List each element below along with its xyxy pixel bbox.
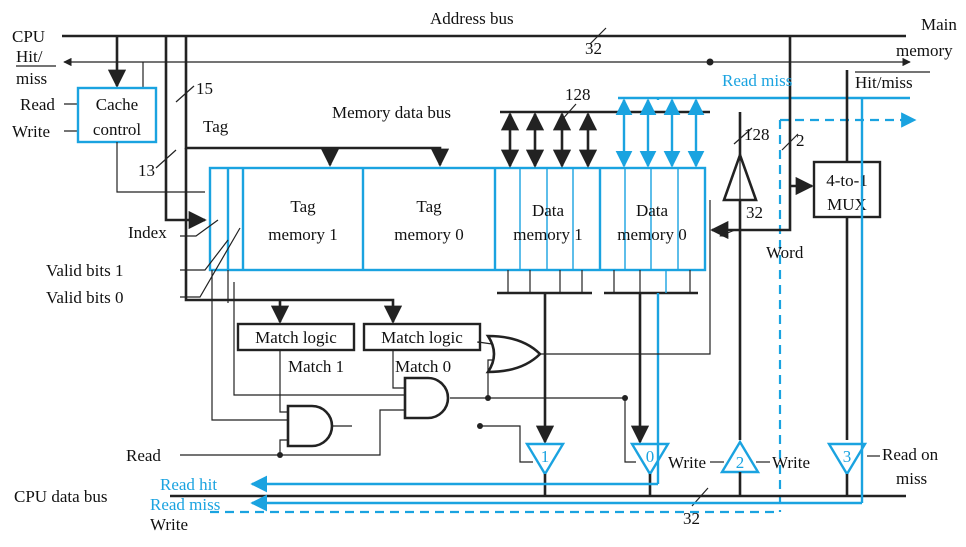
- read-hit-label: Read hit: [160, 475, 217, 494]
- write-buffer-right-label: Write: [772, 453, 810, 472]
- tag-memory-1-label-2: memory 1: [268, 225, 337, 244]
- and-gate-match: [403, 376, 450, 420]
- data-memory-1-label-2: memory 1: [513, 225, 582, 244]
- tag-label: Tag: [203, 117, 229, 136]
- read-miss-top-label: Read miss: [722, 71, 792, 90]
- match-0-label: Match 0: [395, 357, 451, 376]
- hit-miss-label-2: miss: [16, 69, 47, 88]
- or-gate: [485, 334, 542, 374]
- data-memory-1-label: Data: [532, 201, 565, 220]
- match-1-label: Match 1: [288, 357, 344, 376]
- main-memory-label-1: Main: [921, 15, 957, 34]
- width-128-in: 128: [744, 125, 770, 144]
- buffer-1: [524, 442, 566, 477]
- cache-control-label-1: Cache: [96, 95, 138, 114]
- mux-label-1: 4-to-1: [826, 171, 868, 190]
- memory-data-bus-label: Memory data bus: [332, 103, 451, 122]
- read-bottom-label: Read: [126, 446, 161, 465]
- buffer-1-label: 1: [541, 447, 550, 466]
- write-bottom-label: Write: [150, 515, 188, 534]
- cpu-label: CPU: [12, 27, 45, 46]
- read-on-miss-label-2: miss: [896, 469, 927, 488]
- buffer-2-label: 2: [736, 453, 745, 472]
- width-13: 13: [138, 161, 155, 180]
- match-logic-0-label: Match logic: [381, 328, 463, 347]
- write-label: Write: [12, 122, 50, 141]
- index-label: Index: [128, 223, 167, 242]
- valid-bits-1-label: Valid bits 1: [46, 261, 123, 280]
- read-label: Read: [20, 95, 55, 114]
- valid-bits-0-label: Valid bits 0: [46, 288, 123, 307]
- main-memory-label-2: memory: [896, 41, 953, 60]
- hit-miss-right-label: Hit/miss: [855, 73, 913, 92]
- width-32-bottom: 32: [683, 509, 700, 528]
- width-15: 15: [196, 79, 213, 98]
- match-logic-1-label: Match logic: [255, 328, 337, 347]
- hit-miss-label-1: Hit/: [16, 47, 43, 66]
- data-memory-0-label-2: memory 0: [617, 225, 686, 244]
- cpu-data-bus-label: CPU data bus: [14, 487, 108, 506]
- cache-control-label-2: control: [93, 120, 141, 139]
- width-128-bus: 128: [565, 85, 591, 104]
- read-on-miss-label-1: Read on: [882, 445, 939, 464]
- buffer-0-label: 0: [646, 447, 655, 466]
- address-bus-label: Address bus: [430, 9, 514, 28]
- memory-array-outline: [208, 166, 707, 272]
- write-buffer-left-label: Write: [668, 453, 706, 472]
- width-address-32: 32: [585, 39, 602, 58]
- data-memory-0-label: Data: [636, 201, 669, 220]
- word-label: Word: [766, 243, 804, 262]
- width-32-mid: 32: [746, 203, 763, 222]
- buffer-0: [629, 442, 671, 477]
- buffer-3: [826, 442, 868, 477]
- tag-memory-0-label: Tag: [416, 197, 442, 216]
- width-2: 2: [796, 131, 805, 150]
- mux-label-2: MUX: [827, 195, 867, 214]
- match-logic-0-box: [362, 322, 482, 352]
- tag-memory-0-label-2: memory 0: [394, 225, 463, 244]
- read-miss-bottom-label: Read miss: [150, 495, 220, 514]
- match-logic-1-box: [236, 322, 356, 352]
- tag-memory-1-label: Tag: [290, 197, 316, 216]
- and-gate-read: [286, 404, 334, 448]
- buffer-3-label: 3: [843, 447, 852, 466]
